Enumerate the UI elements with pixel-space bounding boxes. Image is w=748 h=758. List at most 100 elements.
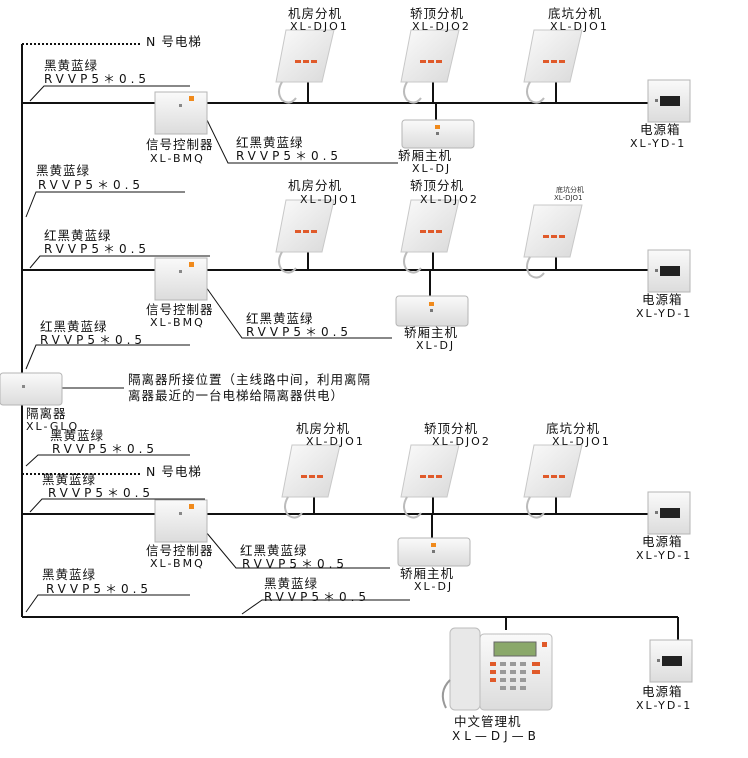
leader-1b [206, 119, 398, 164]
s3-psu-code: XL-YD-1 [636, 549, 693, 562]
psu-box-1 [647, 79, 691, 123]
cab-unit-3 [397, 537, 471, 567]
s3-cable-main-spec: RVVP5＊0.5 [48, 486, 155, 500]
s1-cable-cab-color: 红黑黄蓝绿 [236, 135, 304, 150]
s2-cable-cab-color: 红黑黄蓝绿 [246, 311, 314, 326]
handset-2-1 [275, 199, 335, 274]
s1-ext2-name: 轿顶分机 [410, 6, 465, 21]
controller-2 [154, 257, 208, 301]
psu-box-3 [647, 491, 691, 535]
handset-1-3 [523, 29, 583, 104]
s3-cable-bottom-color: 黑黄蓝绿 [42, 567, 97, 582]
leader-1a [29, 85, 190, 102]
s2-cab-code: XL-DJ [416, 339, 456, 352]
s2-cable-top-spec: RVVP5＊0.5 [38, 178, 145, 192]
s3-cable-main-color: 黑黄蓝绿 [42, 472, 97, 487]
s2-ext3-code: XL-DJO1 [554, 194, 583, 202]
handset-2-2 [400, 199, 460, 274]
s2-psu-code: XL-YD-1 [636, 307, 693, 320]
s3-ext3-name: 底坑分机 [546, 421, 601, 436]
leader-2-main [29, 255, 210, 269]
isolator-note-1: 隔离器所接位置（主线路中间，利用离隔 [128, 372, 372, 387]
n-elevator-label-1: N 号电梯 [146, 34, 202, 49]
s2-cable-bottom-color: 红黑黄蓝绿 [40, 319, 108, 334]
controller-3 [154, 499, 208, 543]
s1-psu-name: 电源箱 [640, 122, 681, 137]
s2-cable-main-spec: RVVP5＊0.5 [44, 242, 151, 256]
s3-controller-code: XL-BMQ [150, 557, 205, 570]
mgr-name: 中文管理机 [454, 714, 522, 729]
s1-cab-code: XL-DJ [412, 162, 452, 175]
manager-phone [441, 627, 553, 711]
s1-controller-code: XL-BMQ [150, 152, 205, 165]
s1-controller-name: 信号控制器 [146, 137, 214, 152]
s2-cable-bottom-spec: RVVP5＊0.5 [40, 333, 147, 347]
mgr-cable-spec: RVVP5＊0.5 [264, 590, 371, 604]
leader-2b [205, 286, 392, 339]
s1-psu-code: XL-YD-1 [630, 137, 687, 150]
s1-ext2-code: XL-DJO2 [412, 20, 471, 33]
s3-cab-code: XL-DJ [414, 580, 454, 593]
s1-ext1-code: XL-DJO1 [290, 20, 349, 33]
s1-cab-name: 轿厢主机 [398, 148, 453, 163]
s3-cab-name: 轿厢主机 [400, 566, 455, 581]
leader-3-top [25, 454, 190, 467]
mgr-code: XL—DJ—B [452, 729, 540, 743]
s2-psu-name: 电源箱 [642, 292, 683, 307]
s1-cable-cab-spec: RVVP5＊0.5 [236, 149, 343, 163]
mgr-psu-name: 电源箱 [642, 684, 683, 699]
s2-controller-name: 信号控制器 [146, 302, 214, 317]
s2-ext3-name: 底坑分机 [556, 186, 584, 194]
leader-3-main [29, 498, 205, 513]
cab-unit-2 [395, 295, 469, 327]
handset-2-3 [523, 204, 583, 279]
s3-cable-top-color: 黑黄蓝绿 [50, 428, 105, 443]
leader-mgr [241, 599, 410, 615]
s3-psu-name: 电源箱 [642, 534, 683, 549]
s2-ext2-name: 轿顶分机 [410, 178, 465, 193]
isolator-box [0, 372, 63, 406]
psu-box-mgr [649, 639, 693, 683]
s3-ext2-name: 轿顶分机 [424, 421, 479, 436]
s2-cable-main-color: 红黑黄蓝绿 [44, 228, 112, 243]
s3-ext1-code: XL-DJO1 [306, 435, 365, 448]
s1-ext1-name: 机房分机 [288, 6, 343, 21]
s1-cable-main-color: 黑黄蓝绿 [44, 58, 99, 73]
leader-2-top [25, 191, 185, 218]
leader-3-bottom [25, 594, 190, 613]
mgr-psu-code: XL-YD-1 [636, 699, 693, 712]
s3-ext3-code: XL-DJO1 [552, 435, 611, 448]
s3-cable-cab-color: 红黑黄蓝绿 [240, 543, 308, 558]
s3-controller-name: 信号控制器 [146, 543, 214, 558]
isolator-code: XL-GLQ [26, 420, 80, 433]
psu-box-2 [647, 249, 691, 293]
s2-ext1-name: 机房分机 [288, 178, 343, 193]
handset-3-1 [281, 444, 341, 519]
mgr-cable-color: 黑黄蓝绿 [264, 576, 319, 591]
handset-1-2 [400, 29, 460, 104]
controller-1 [154, 91, 208, 135]
s2-ext2-code: XL-DJO2 [420, 193, 479, 206]
s3-ext1-name: 机房分机 [296, 421, 351, 436]
s3-cable-cab-spec: RVVP5＊0.5 [242, 557, 349, 571]
leader-3b [205, 531, 390, 569]
leader-2-bottom [25, 344, 190, 370]
isolator-name: 隔离器 [26, 406, 67, 421]
s2-ext1-code: XL-DJO1 [300, 193, 359, 206]
handset-3-2 [400, 444, 460, 519]
s3-cable-bottom-spec: RVVP5＊0.5 [46, 582, 153, 596]
handset-1-1 [275, 29, 335, 104]
s1-ext3-code: XL-DJO1 [550, 20, 609, 33]
s3-ext2-code: XL-DJO2 [432, 435, 491, 448]
s2-cable-top-color: 黑黄蓝绿 [36, 163, 91, 178]
handset-3-3 [523, 444, 583, 519]
s1-ext3-name: 底坑分机 [548, 6, 603, 21]
cab-unit-1 [401, 119, 475, 149]
s1-cable-main-spec: RVVP5＊0.5 [44, 72, 151, 86]
s2-cable-cab-spec: RVVP5＊0.5 [246, 325, 353, 339]
s2-controller-code: XL-BMQ [150, 316, 205, 329]
n-elevator-label-3: N 号电梯 [146, 464, 202, 479]
s2-cab-name: 轿厢主机 [404, 325, 459, 340]
